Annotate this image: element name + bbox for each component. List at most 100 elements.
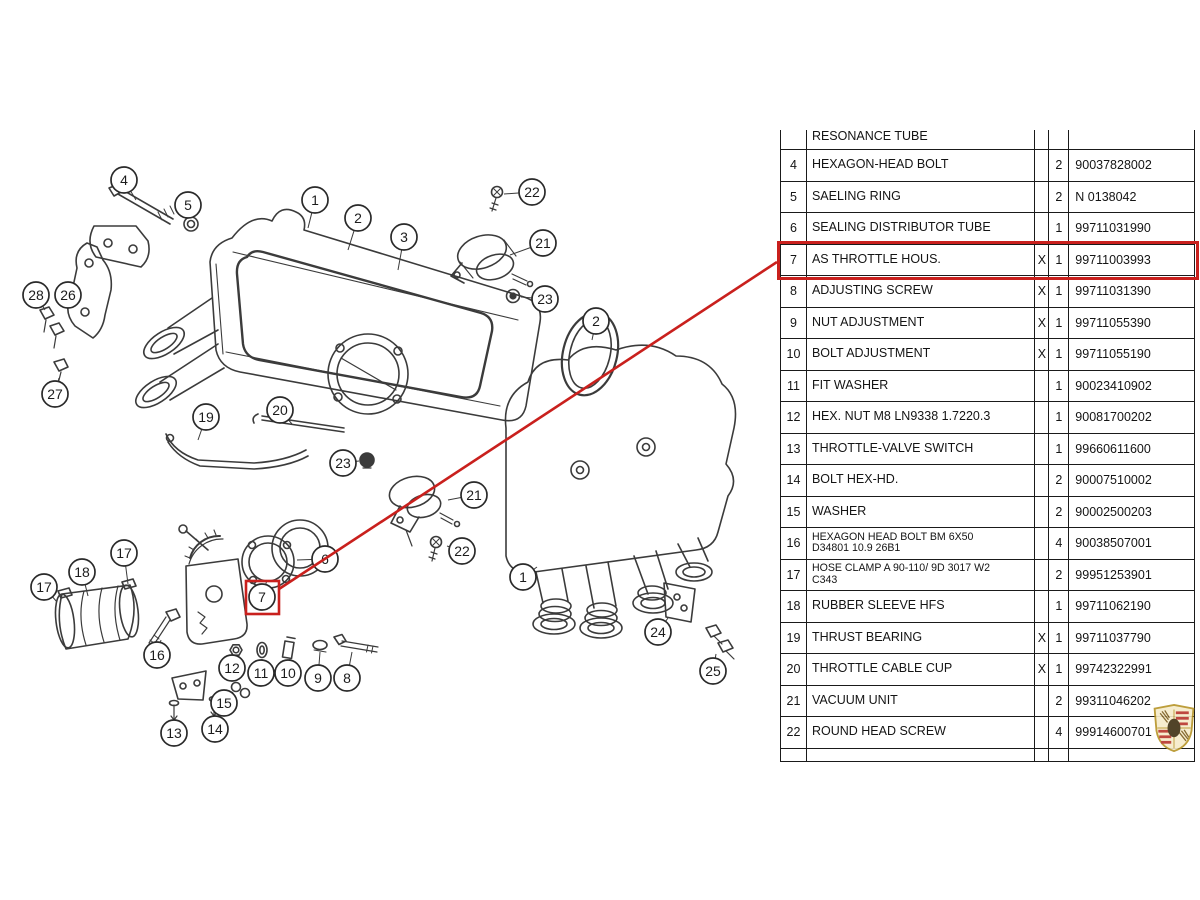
brand-crest-watermark	[1153, 703, 1195, 753]
svg-text:21: 21	[535, 235, 551, 251]
callout-balloon-7: 7	[248, 583, 276, 611]
cell-x-mark	[1035, 528, 1050, 559]
svg-text:24: 24	[650, 624, 666, 640]
hex-bolt-25b	[717, 639, 734, 653]
svg-text:23: 23	[537, 291, 553, 307]
cell-qty: 2	[1049, 150, 1070, 181]
hex-bolt-16	[165, 608, 181, 622]
cell-part-number: 90002500203	[1069, 496, 1195, 527]
nut-adjustment-9	[312, 639, 328, 651]
svg-text:8: 8	[343, 670, 351, 686]
svg-text:12: 12	[224, 660, 240, 676]
cell-qty: 4	[1049, 717, 1070, 748]
callout-balloon-15: 15	[210, 689, 238, 717]
svg-text:7: 7	[258, 589, 266, 605]
callout-balloon-22: 22	[448, 537, 476, 565]
callout-balloon-26: 26	[54, 281, 82, 309]
cell-part-number: 90038507001	[1069, 528, 1195, 559]
cell-no	[781, 130, 807, 149]
cell-part-number: 90081700202	[1069, 402, 1195, 433]
table-row: RESONANCE TUBE	[781, 130, 1195, 150]
callout-balloon-17: 17	[30, 573, 58, 601]
cell-no: 18	[781, 591, 807, 622]
cell-x-mark: X	[1035, 276, 1050, 307]
svg-text:25: 25	[705, 663, 721, 679]
callout-balloon-12: 12	[218, 654, 246, 682]
svg-text:19: 19	[198, 409, 214, 425]
cell-qty: 2	[1049, 685, 1070, 716]
callout-balloon-24: 24	[644, 618, 672, 646]
cell-no: 16	[781, 528, 807, 559]
svg-text:20: 20	[272, 402, 288, 418]
cell-x-mark	[1035, 559, 1050, 590]
cell-x-mark	[1035, 402, 1050, 433]
svg-text:23: 23	[335, 455, 351, 471]
cell-qty	[1049, 130, 1070, 149]
cell-part-number: 90023410902	[1069, 370, 1195, 401]
cell-part-number: 99711031390	[1069, 276, 1195, 307]
svg-text:6: 6	[321, 551, 329, 567]
vacuum-unit-mid	[388, 475, 461, 547]
cell-description: RESONANCE TUBE	[807, 130, 1036, 149]
callout-balloon-25: 25	[699, 657, 727, 685]
cell-part-number: 99711062190	[1069, 591, 1195, 622]
svg-text:26: 26	[60, 287, 76, 303]
svg-text:4: 4	[120, 172, 128, 188]
svg-text:22: 22	[524, 184, 540, 200]
cell-no: 5	[781, 181, 807, 212]
adjusting-screw-8	[333, 633, 347, 646]
cell-x-mark	[1035, 748, 1050, 761]
cell-part-number: 99742322991	[1069, 654, 1195, 685]
callout-balloon-2: 2	[582, 307, 610, 335]
cell-qty: 1	[1049, 339, 1070, 370]
callout-balloon-23: 23	[329, 449, 357, 477]
cell-part-number: 99951253901	[1069, 559, 1195, 590]
cell-description: SEALING DISTRIBUTOR TUBE	[807, 213, 1036, 244]
washer-15	[230, 681, 242, 693]
cell-no: 21	[781, 685, 807, 716]
cell-description: THRUST BEARING	[807, 622, 1036, 653]
cell-description: FIT WASHER	[807, 370, 1036, 401]
callout-balloon-11: 11	[247, 659, 275, 687]
cell-x-mark	[1035, 150, 1050, 181]
svg-text:17: 17	[116, 545, 132, 561]
cell-part-number: 99711055190	[1069, 339, 1195, 370]
cell-qty: 2	[1049, 181, 1070, 212]
cell-qty: 1	[1049, 654, 1070, 685]
callout-balloon-13: 13	[160, 719, 188, 747]
cell-no: 9	[781, 307, 807, 338]
svg-text:13: 13	[166, 725, 182, 741]
cell-description: BOLT ADJUSTMENT	[807, 339, 1036, 370]
round-head-screw-top	[490, 185, 504, 199]
exploded-diagram: 4512322212322826271920232122117181767161…	[22, 166, 737, 747]
cell-no: 7	[781, 244, 807, 275]
cell-part-number: 99711031990	[1069, 213, 1195, 244]
cell-x-mark	[1035, 433, 1050, 464]
cell-no	[781, 748, 807, 761]
svg-text:1: 1	[519, 569, 527, 585]
svg-text:27: 27	[47, 386, 63, 402]
cell-part-number	[1069, 130, 1195, 149]
cell-x-mark	[1035, 591, 1050, 622]
svg-text:14: 14	[207, 721, 223, 737]
cell-x-mark: X	[1035, 244, 1050, 275]
cell-part-number: 99660611600	[1069, 433, 1195, 464]
cell-description: VACUUM UNIT	[807, 685, 1036, 716]
cell-description: BOLT HEX-HD.	[807, 465, 1036, 496]
cell-description: ADJUSTING SCREW	[807, 276, 1036, 307]
cell-qty: 1	[1049, 591, 1070, 622]
callout-balloon-8: 8	[333, 664, 361, 692]
callout-balloon-23: 23	[531, 285, 559, 313]
svg-text:3: 3	[400, 229, 408, 245]
callout-balloon-27: 27	[41, 380, 69, 408]
callout-balloon-21: 21	[529, 229, 557, 257]
svg-text:18: 18	[74, 564, 90, 580]
